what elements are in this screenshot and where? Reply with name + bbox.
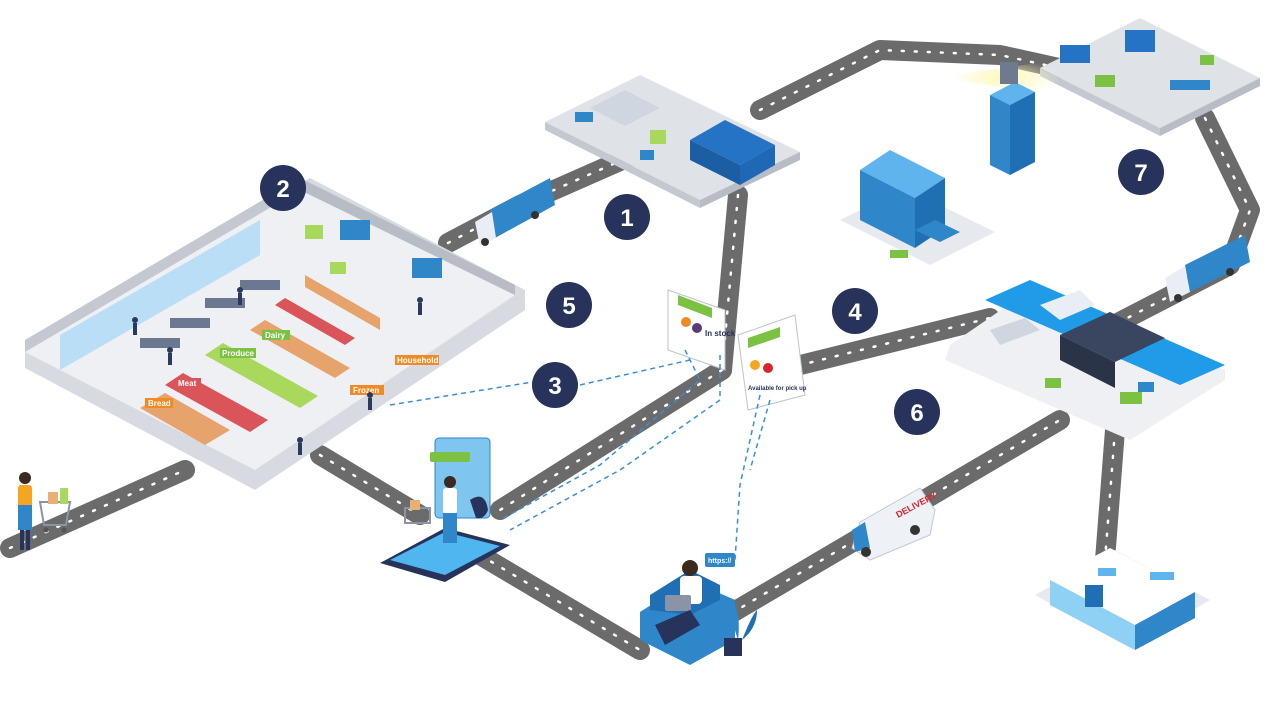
supermarket: Bread Meat Produce Dairy Household Froze… <box>25 178 525 490</box>
distribution-warehouse <box>545 75 800 208</box>
url-bubble-text: https:// <box>708 558 731 565</box>
truck-east <box>1165 235 1250 302</box>
storefront-glass <box>60 220 260 370</box>
road-east-loop <box>1065 108 1260 355</box>
online-shopping-tablet <box>380 437 510 582</box>
step-badge-5[interactable]: 5 <box>546 282 592 328</box>
step-label-2: 2 <box>276 176 289 203</box>
sign-bread: Bread <box>148 399 171 408</box>
in-stock-panel: In stock <box>667 289 736 371</box>
road-left-exit <box>0 460 195 558</box>
stock-room <box>305 220 442 278</box>
url-bubble <box>705 553 735 567</box>
apple-icon <box>763 363 773 373</box>
checkout-counters <box>140 280 280 348</box>
pickup-store <box>1035 548 1210 650</box>
control-tower <box>950 60 1060 175</box>
carrot-icon <box>681 317 691 327</box>
step-badge-2[interactable]: 2 <box>260 165 306 211</box>
step-label-6: 6 <box>910 400 923 427</box>
step-label-7: 7 <box>1134 160 1147 187</box>
step-label-4: 4 <box>848 299 862 326</box>
pickup-panel: Available for pick up <box>737 314 807 411</box>
step-badge-6[interactable]: 6 <box>894 389 940 435</box>
home-shopper: https:// <box>640 553 757 665</box>
office-building <box>840 150 995 265</box>
smart-factory <box>1040 18 1260 136</box>
data-connectors <box>389 349 771 561</box>
sign-household: Household <box>397 356 438 365</box>
sign-produce: Produce <box>222 349 255 358</box>
plant <box>724 600 757 656</box>
truck-left <box>475 178 555 246</box>
orange-icon <box>750 360 760 370</box>
step-badge-1[interactable]: 1 <box>604 194 650 240</box>
eggplant-icon <box>692 323 702 333</box>
shoppers <box>132 287 423 455</box>
step-label-5: 5 <box>562 293 575 320</box>
step-label-1: 1 <box>620 205 633 232</box>
step-label-3: 3 <box>548 373 561 400</box>
port-hub <box>945 280 1225 440</box>
store-signs: Bread Meat Produce Dairy Household Froze… <box>145 330 439 408</box>
delivery-van: DELIVERY <box>851 487 938 561</box>
step-badge-3[interactable]: 3 <box>532 362 578 408</box>
step-badge-4[interactable]: 4 <box>832 288 878 334</box>
pickup-label: Available for pick up <box>748 386 807 392</box>
sign-frozen: Frozen <box>353 386 379 395</box>
shopper-with-cart <box>18 472 72 550</box>
step-badge-7[interactable]: 7 <box>1118 149 1164 195</box>
sign-meat: Meat <box>178 379 197 388</box>
in-stock-label: In stock <box>705 329 736 338</box>
road-store-to-tablet <box>310 445 430 525</box>
sign-dairy: Dairy <box>265 331 286 340</box>
